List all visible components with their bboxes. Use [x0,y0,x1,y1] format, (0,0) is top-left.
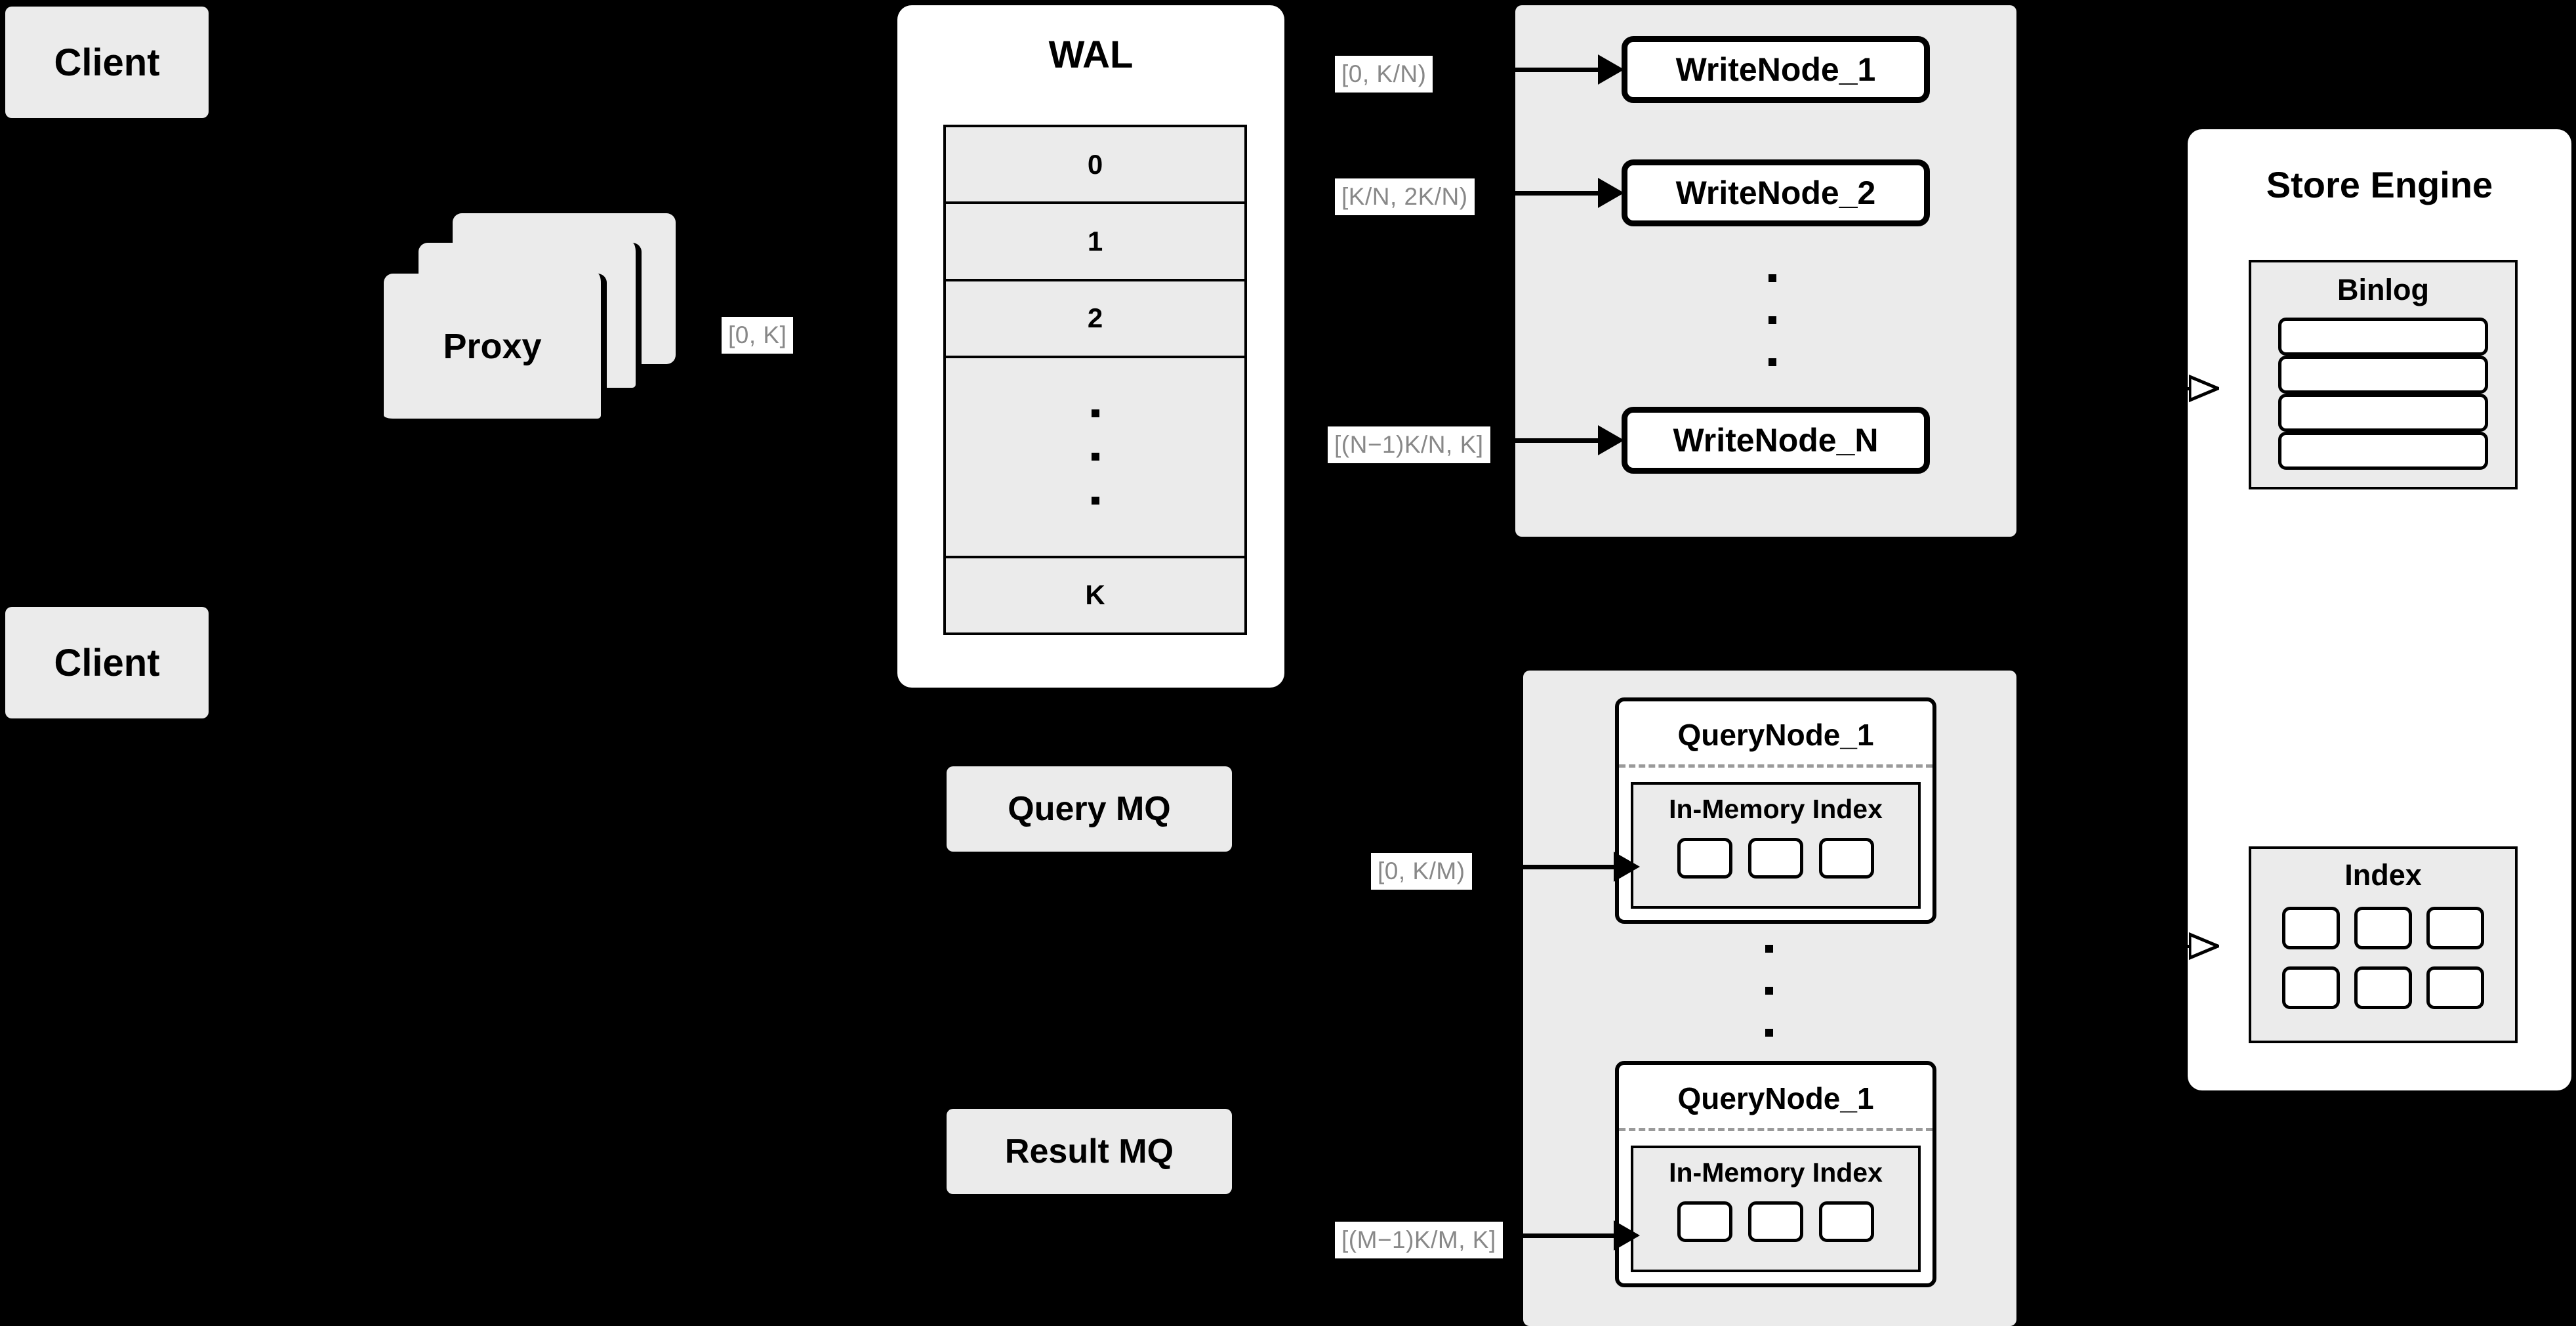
arrow-to-store-index [2153,932,2251,961]
proxy-card-front: Proxy [384,274,607,425]
binlog-row [2278,318,2488,356]
index-chip [1677,838,1732,879]
store-index-chip [2282,966,2340,1009]
arrow-to-write-node-2 [1506,178,1624,208]
arrow-to-write-node-1 [1506,54,1624,85]
range-text: [(N−1)K/N, K] [1334,431,1484,458]
open-arrow-head-icon [2189,374,2219,403]
store-index-chip [2354,907,2412,949]
binlog-box: Binlog [2249,260,2518,489]
store-index-title: Index [2344,858,2422,892]
write-group-ellipsis-icon [1768,274,1777,366]
wal-row-label: 0 [1087,148,1103,180]
index-chip [1819,838,1874,879]
client-label: Client [54,641,160,684]
wal-title: WAL [1048,33,1134,76]
range-text: [(M−1)K/M, K] [1341,1226,1496,1253]
proxy-label: Proxy [443,326,542,366]
query-node-1[interactable]: QueryNode_1 In-Memory Index [1615,697,1936,924]
query-node-label: QueryNode_1 [1677,1081,1874,1115]
store-index-box: Index [2249,846,2518,1043]
query-node-m-range-label: [(M−1)K/M, K] [1335,1222,1503,1259]
query-mq-label: Query MQ [1008,790,1171,828]
wal-table: 0 1 2 K [943,125,1247,635]
index-chip [1748,1201,1803,1242]
binlog-row [2278,394,2488,432]
query-mq-box[interactable]: Query MQ [947,766,1232,852]
binlog-title: Binlog [2337,273,2429,306]
range-text: [K/N, 2K/N) [1341,183,1468,210]
wal-row: 0 [946,127,1244,205]
proxy-stack[interactable]: Proxy [384,213,679,430]
arrow-to-write-node-n [1506,425,1624,455]
write-node-1[interactable]: WriteNode_1 [1622,36,1930,103]
store-index-chip [2354,966,2412,1009]
query-node-1-range-label: [0, K/M) [1371,853,1472,890]
query-node-label: QueryNode_1 [1677,718,1874,752]
arrow-to-query-node-m [1522,1220,1640,1251]
range-text: [0, K] [728,321,787,348]
client-label: Client [54,41,160,84]
store-engine-title: Store Engine [2266,164,2493,205]
index-chip [1677,1201,1732,1242]
write-node-1-range-label: [0, K/N) [1335,56,1433,93]
write-node-n-range-label: [(N−1)K/N, K] [1328,426,1490,464]
index-chip [1819,1201,1874,1242]
result-mq-label: Result MQ [1004,1132,1174,1171]
write-node-2[interactable]: WriteNode_2 [1622,159,1930,226]
in-memory-index-title: In-Memory Index [1669,794,1883,824]
wal-row-label: 2 [1087,302,1103,334]
query-node-divider [1619,1128,1932,1131]
in-memory-index-box: In-Memory Index [1631,782,1921,909]
binlog-row [2278,432,2488,470]
in-memory-index-title: In-Memory Index [1669,1157,1883,1188]
store-index-chip [2426,966,2484,1009]
wal-row: 1 [946,204,1244,281]
open-arrow-head-icon [2189,932,2219,961]
arrow-to-binlog [2153,374,2251,403]
write-node-label: WriteNode_1 [1675,51,1876,88]
vertical-ellipsis-icon [1091,409,1099,505]
range-text: [0, K/M) [1378,858,1465,884]
wal-row: 2 [946,281,1244,359]
client-box-2[interactable]: Client [5,607,209,718]
query-node-m[interactable]: QueryNode_1 In-Memory Index [1615,1061,1936,1287]
in-memory-index-box: In-Memory Index [1631,1146,1921,1272]
store-index-chip [2426,907,2484,949]
range-text: [0, K/N) [1341,60,1427,87]
index-chip [1748,838,1803,879]
wal-panel: WAL 0 1 2 K [897,5,1284,688]
query-group-ellipsis-icon [1765,945,1774,1037]
wal-row-label: 1 [1087,226,1103,257]
proxy-range-label: [0, K] [722,317,794,354]
write-node-n[interactable]: WriteNode_N [1622,407,1930,474]
query-node-divider [1619,764,1932,768]
binlog-row [2278,356,2488,394]
client-box-1[interactable]: Client [5,7,209,118]
result-mq-box[interactable]: Result MQ [947,1109,1232,1194]
store-index-chip [2282,907,2340,949]
wal-row: K [946,558,1244,632]
wal-row-ellipsis [946,358,1244,558]
write-node-label: WriteNode_2 [1675,175,1876,211]
write-node-label: WriteNode_N [1673,422,1879,459]
arrow-to-query-node-1 [1522,852,1640,882]
wal-row-label: K [1085,579,1105,611]
write-node-2-range-label: [K/N, 2K/N) [1335,178,1475,216]
